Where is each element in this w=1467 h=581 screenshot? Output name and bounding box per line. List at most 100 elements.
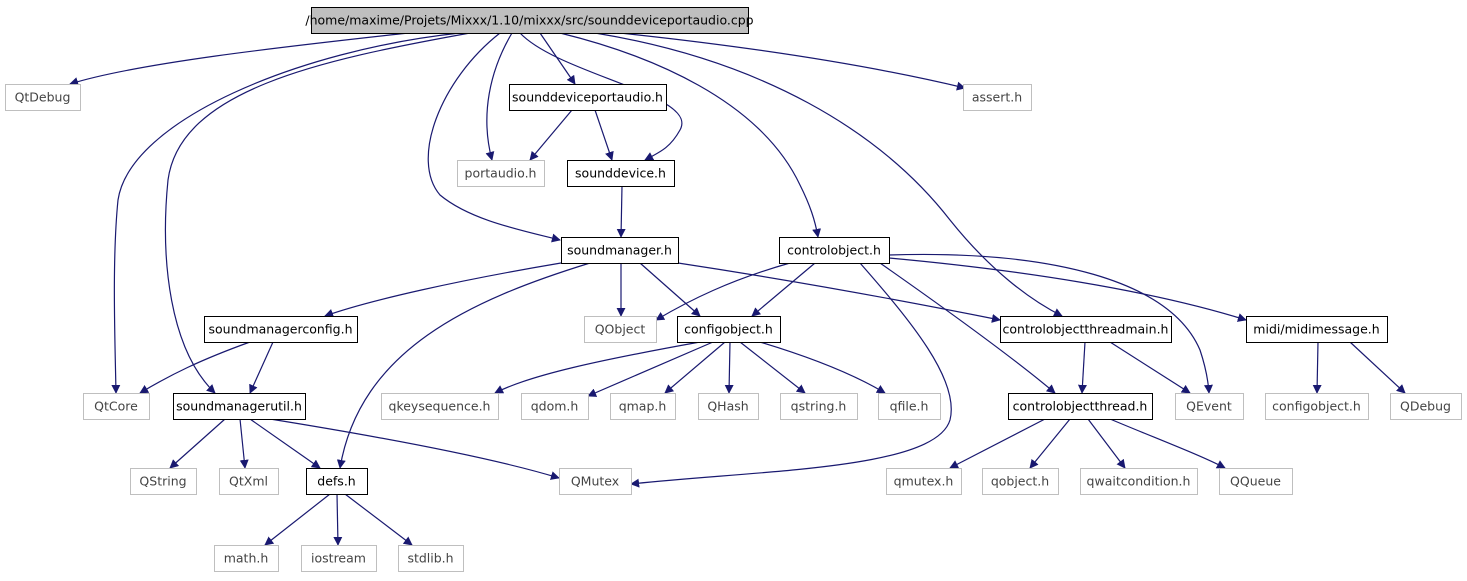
node-box xyxy=(381,393,499,420)
edge-arrow xyxy=(494,341,701,394)
edge-sdpa_h-to-sounddevice xyxy=(594,109,614,161)
edge-arrow xyxy=(1109,418,1226,469)
node-box xyxy=(567,160,675,187)
node-qmutex_h: qmutex.h xyxy=(886,468,962,495)
edge-arrow xyxy=(344,493,413,546)
node-label: soundmanager.h xyxy=(567,243,672,258)
edge-configobject-to-qkeyseq xyxy=(494,341,701,394)
node-box xyxy=(1000,316,1172,343)
node-sdpa_h[interactable]: sounddeviceportaudio.h xyxy=(509,84,667,111)
edge-arrow xyxy=(529,109,573,161)
node-box xyxy=(306,468,368,495)
edge-root-to-controlobject xyxy=(559,32,822,238)
edge-arrow xyxy=(677,262,1001,323)
node-label: QtDebug xyxy=(15,90,71,105)
node-qfile: qfile.h xyxy=(878,393,941,420)
node-label: /home/maxime/Projets/Mixxx/1.10/mixxx/sr… xyxy=(305,13,753,28)
node-box xyxy=(963,84,1032,111)
edge-arrow xyxy=(739,341,806,394)
edge-arrow xyxy=(616,185,626,238)
node-smconfig[interactable]: soundmanagerconfig.h xyxy=(204,316,358,343)
node-qdom: qdom.h xyxy=(521,393,589,420)
node-box xyxy=(509,84,667,111)
node-cothreadmain[interactable]: controlobjectthreadmain.h xyxy=(1000,316,1172,343)
node-box xyxy=(780,393,858,420)
node-box xyxy=(982,468,1059,495)
node-label: assert.h xyxy=(972,90,1022,105)
edge-smutil-to-qmutex_big xyxy=(269,418,560,480)
node-assert: assert.h xyxy=(963,84,1032,111)
node-defs[interactable]: defs.h xyxy=(306,468,368,495)
node-label: math.h xyxy=(224,551,269,566)
edge-arrow xyxy=(594,32,1063,317)
node-box xyxy=(559,468,632,495)
edge-smconfig-to-smutil xyxy=(249,341,274,394)
edge-defs-to-iostream xyxy=(333,493,343,546)
node-label: QQueue xyxy=(1230,474,1281,489)
node-configobject[interactable]: configobject.h xyxy=(677,316,781,343)
edge-arrow xyxy=(888,257,1247,322)
node-label: QObject xyxy=(595,322,646,337)
node-qqueue: QQueue xyxy=(1219,468,1293,495)
node-label: soundmanagerutil.h xyxy=(176,399,302,414)
edge-configobject-to-qstring_h xyxy=(739,341,806,394)
edge-smutil-to-qstring xyxy=(169,418,226,469)
node-label: controlobjectthread.h xyxy=(1013,399,1148,414)
edge-arrow xyxy=(888,253,1213,394)
edge-arrow xyxy=(249,341,274,394)
node-box xyxy=(219,468,279,495)
edge-soundmanager-to-smconfig xyxy=(324,262,562,318)
edge-arrow xyxy=(485,32,513,161)
edge-arrow xyxy=(539,32,576,85)
edge-root-to-smutil xyxy=(164,32,471,394)
node-sounddevice[interactable]: sounddevice.h xyxy=(567,160,675,187)
node-qtcore: QtCore xyxy=(83,393,150,420)
node-qtxml: QtXml xyxy=(219,468,279,495)
node-label: QMutex xyxy=(571,474,619,489)
edge-root-to-qtdebug xyxy=(69,32,409,86)
node-stdlib: stdlib.h xyxy=(398,545,464,572)
node-box xyxy=(398,545,464,572)
edge-arrow xyxy=(879,262,1056,394)
node-box xyxy=(204,316,358,343)
edge-arrow xyxy=(249,418,321,469)
node-root[interactable]: /home/maxime/Projets/Mixxx/1.10/mixxx/sr… xyxy=(305,7,754,34)
node-box xyxy=(878,393,941,420)
nodes: /home/maxime/Projets/Mixxx/1.10/mixxx/sr… xyxy=(5,7,1462,572)
edge-arrow xyxy=(655,262,791,321)
edge-root-to-portaudio xyxy=(485,32,513,161)
node-box xyxy=(584,316,657,343)
node-soundmanager[interactable]: soundmanager.h xyxy=(561,237,679,264)
node-midimessage[interactable]: midi/midimessage.h xyxy=(1246,316,1388,343)
edge-arrow xyxy=(139,341,251,394)
edge-arrow xyxy=(639,262,701,317)
node-cothread[interactable]: controlobjectthread.h xyxy=(1008,393,1153,420)
node-label: defs.h xyxy=(317,474,355,489)
edge-arrow xyxy=(559,32,822,238)
node-controlobject[interactable]: controlobject.h xyxy=(779,237,890,264)
node-box xyxy=(457,160,545,187)
node-qstring: QString xyxy=(130,468,197,495)
node-label: configobject.h xyxy=(684,322,773,337)
node-box xyxy=(1265,393,1369,420)
node-box xyxy=(698,393,759,420)
node-qobject_big: QObject xyxy=(584,316,657,343)
edge-arrow xyxy=(1029,418,1071,469)
node-smutil[interactable]: soundmanagerutil.h xyxy=(173,393,306,420)
edge-smconfig-to-qtcore xyxy=(139,341,251,394)
edge-arrow xyxy=(1109,341,1191,394)
node-box xyxy=(1219,468,1293,495)
edge-arrow xyxy=(630,262,952,488)
edge-arrow xyxy=(111,32,461,394)
edge-arrow xyxy=(594,109,614,161)
edge-controlobject-to-qmutex_big xyxy=(630,262,952,488)
node-label: controlobjectthreadmain.h xyxy=(1003,322,1169,337)
node-box xyxy=(1008,393,1153,420)
edge-arrow xyxy=(949,418,1046,469)
node-qwaitcond: qwaitcondition.h xyxy=(1080,468,1198,495)
node-qstring_h: qstring.h xyxy=(780,393,858,420)
node-label: qstring.h xyxy=(791,399,847,414)
node-box xyxy=(301,545,377,572)
edge-cothread-to-qmutex_h xyxy=(949,418,1046,469)
